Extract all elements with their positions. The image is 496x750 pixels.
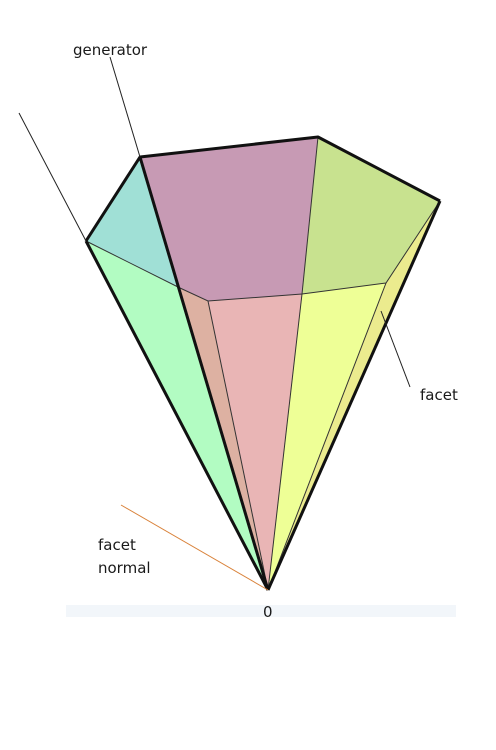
generator-ray-extension [18, 112, 87, 242]
facet-normal-label-line1: facet [98, 536, 136, 554]
generator-pointer-line [109, 56, 141, 158]
generator-label: generator [73, 41, 148, 59]
inner-edges [85, 136, 441, 591]
facet-normal-line [120, 504, 269, 591]
facet-normal-label-line2: normal [98, 559, 151, 577]
facet-label: facet [420, 386, 458, 404]
back-face-left [86, 157, 180, 288]
front-face-center [208, 294, 302, 590]
origin-label: 0 [263, 603, 273, 621]
outline-edges [84, 135, 442, 591]
base-strip [66, 605, 456, 617]
facet-pointer-line [380, 310, 411, 388]
back-face-top [140, 137, 318, 301]
back-face-right [302, 137, 440, 294]
